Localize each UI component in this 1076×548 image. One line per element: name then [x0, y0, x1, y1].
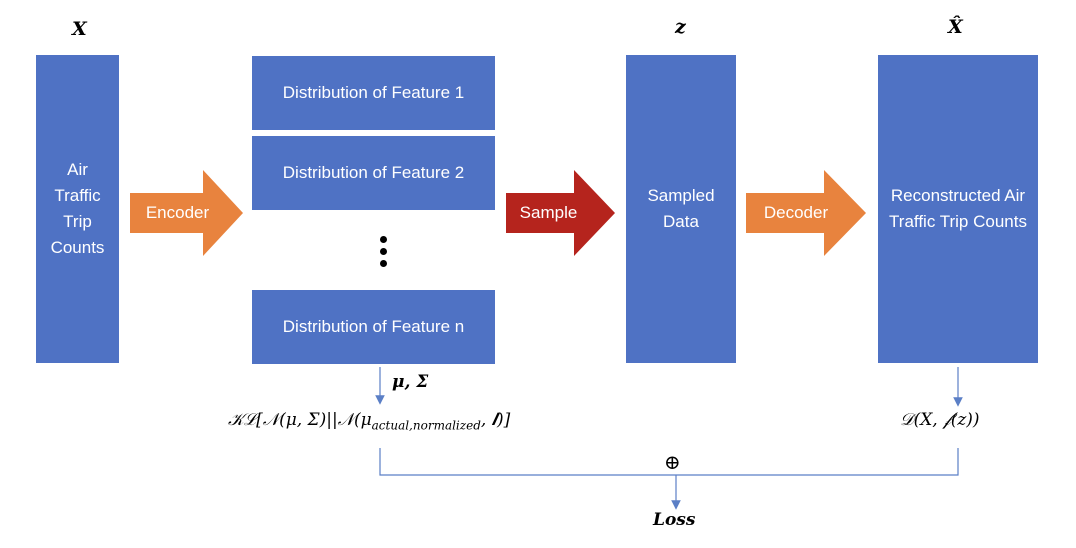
feature-box-1: Distribution of Feature 1	[252, 56, 495, 130]
decoder-label: Decoder	[763, 203, 829, 222]
feature-box-label: Distribution of Feature n	[282, 317, 465, 336]
feature-box-2: Distribution of Feature 2	[252, 136, 495, 210]
feature-box-label: Distribution of Feature 2	[282, 163, 465, 182]
decoder-arrow	[746, 170, 866, 256]
params-label: μ, Σ	[392, 372, 429, 392]
kl-formula: 𝒦ℒ[𝒩(μ, Σ)||𝒩(μactual,normalized, 𝑰)]	[228, 410, 510, 432]
label-x: X	[72, 18, 87, 40]
sampled-data-box: Sampled Data	[626, 55, 736, 363]
recon-formula: 𝒟(X, 𝒻(z))	[900, 410, 980, 430]
feature-box-n: Distribution of Feature n	[252, 290, 495, 364]
sample-label: Sample	[519, 203, 578, 222]
loss-bracket	[379, 448, 959, 476]
input-box: Air Traffic Trip Counts	[36, 55, 119, 363]
feature-box-label: Distribution of Feature 1	[282, 83, 465, 102]
output-box-label: Reconstructed Air Traffic Trip Counts	[889, 186, 1027, 231]
kl-formula-subscript: actual,normalized	[371, 418, 481, 433]
input-box-label: Air Traffic Trip Counts	[50, 160, 105, 257]
sampled-data-label: Sampled Data	[647, 186, 715, 231]
sample-arrow	[506, 170, 615, 256]
label-x-hat: X̂	[948, 16, 963, 38]
encoder-label: Encoder	[145, 203, 210, 222]
output-box: Reconstructed Air Traffic Trip Counts	[878, 55, 1038, 363]
kl-formula-tail: , 𝑰)]	[480, 410, 511, 430]
encoder-arrow	[130, 170, 243, 256]
kl-formula-main: 𝒦ℒ[𝒩(μ, Σ)||𝒩(μ	[228, 410, 372, 430]
loss-label: Loss	[653, 510, 696, 530]
label-z: z	[675, 16, 686, 38]
ellipsis-dots	[380, 236, 388, 272]
combine-symbol: ⊕	[664, 450, 681, 474]
